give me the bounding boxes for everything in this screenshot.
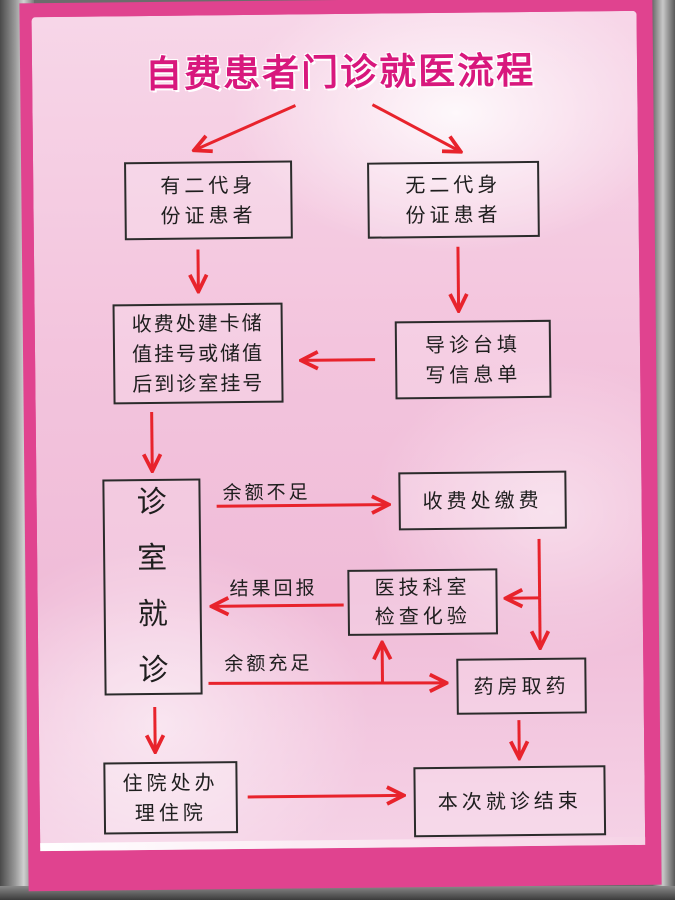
arrow-title-to-without-id [371, 103, 458, 152]
arrow-hospitalize-to-end [247, 795, 402, 797]
flow-arrows [19, 103, 661, 891]
arrow-insufficient-to-pay [216, 505, 387, 507]
poster: 自费患者门诊就医流程 有二代身 份证患者 无二代身 份证患者 收费处建卡储 值挂… [19, 0, 662, 892]
arrow-title-to-with-id [195, 104, 297, 149]
arrow-sufficient-to-pharmacy [208, 681, 444, 685]
arrow-without-id-to-guide [458, 246, 459, 309]
arrow-medtech-to-clinic [214, 605, 344, 606]
line-pay-down [537, 538, 542, 598]
arrow-pay-to-pharmacy [540, 597, 541, 646]
arrow-guide-to-cashier [303, 360, 376, 361]
arrow-cashier-to-clinic [152, 411, 153, 469]
